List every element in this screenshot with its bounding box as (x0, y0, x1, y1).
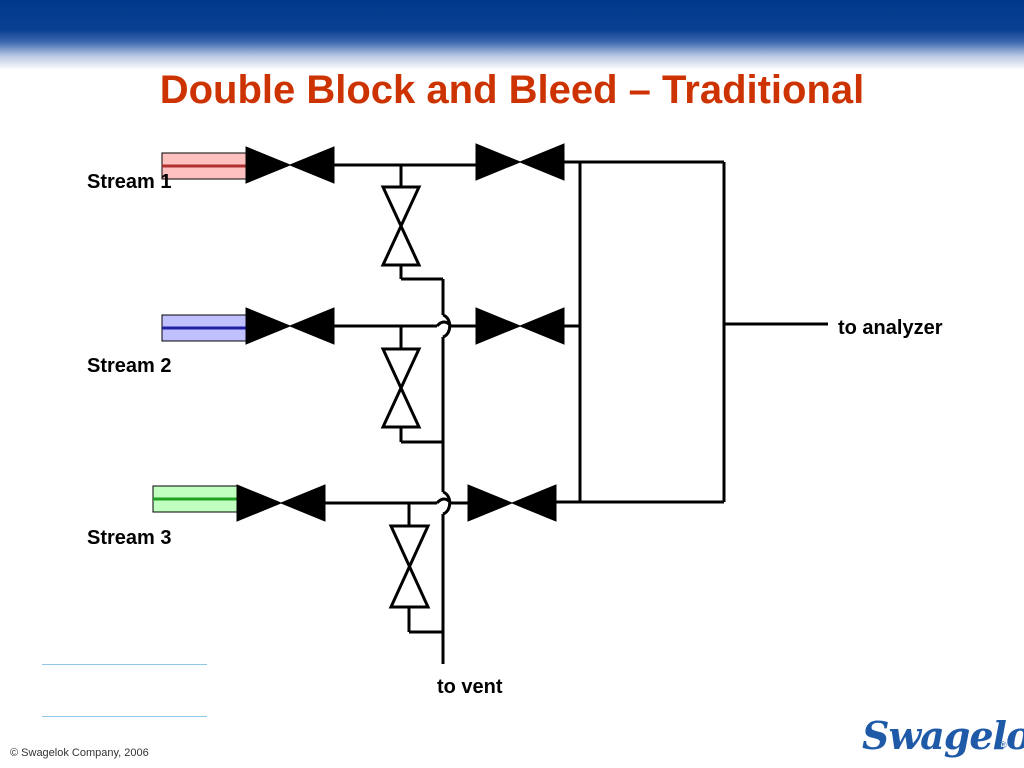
analyzer-outlet-label: to analyzer (838, 317, 943, 339)
stream-2-inlet-pipe (161, 314, 247, 342)
vent-outlet-label: to vent (437, 676, 503, 698)
stream-3-bleed-valve (388, 524, 431, 609)
stream-1-block-valve-2 (475, 143, 565, 181)
footer-divider-bottom (42, 716, 207, 717)
registered-mark: ® (1000, 740, 1007, 750)
stream-2-block-valve-1 (245, 307, 335, 345)
stream-1-inlet-pipe (161, 152, 247, 180)
slide-title: Double Block and Bleed – Traditional (159, 68, 865, 112)
stream-3-inlet-pipe (152, 485, 238, 513)
swagelok-logo: Swagelok (862, 713, 1024, 758)
stream-3-block-valve-2 (467, 484, 557, 522)
stream-1-bleed-valve (380, 185, 422, 267)
header-band (0, 0, 1024, 70)
stream-2-label: Stream 2 (87, 355, 172, 377)
stream-1-block-valve-1 (245, 146, 335, 184)
stream-1-label: Stream 1 (87, 171, 172, 193)
stream-3-block-valve-1 (236, 484, 326, 522)
stream-3-label: Stream 3 (87, 527, 172, 549)
stream-2-block-valve-2 (475, 307, 565, 345)
stream-2-bleed-valve (380, 347, 422, 429)
footer-divider-top (42, 664, 207, 665)
copyright-footer: © Swagelok Company, 2006 (10, 747, 149, 759)
